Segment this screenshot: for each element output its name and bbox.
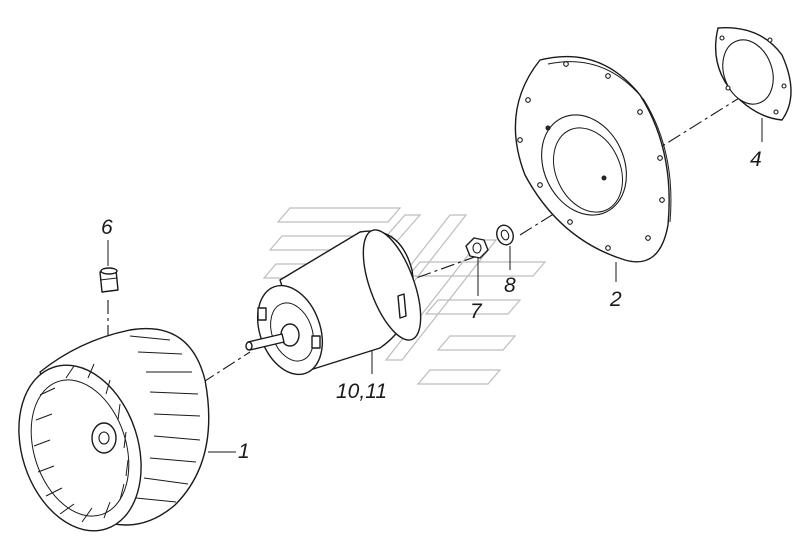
leader-lines bbox=[107, 118, 763, 453]
gasket-part bbox=[714, 27, 792, 121]
washer-part bbox=[496, 224, 514, 246]
callout-1: 1 bbox=[238, 440, 250, 463]
centre-axis-line bbox=[159, 84, 761, 411]
nut-part bbox=[465, 237, 489, 259]
callout-4: 4 bbox=[750, 148, 762, 171]
motor-part bbox=[245, 229, 422, 376]
cap-part bbox=[99, 267, 119, 293]
callout-8: 8 bbox=[504, 274, 516, 297]
impeller-part bbox=[18, 327, 210, 532]
callout-10-11: 10,11 bbox=[336, 380, 387, 403]
callout-6: 6 bbox=[101, 216, 113, 239]
flange-plate-part bbox=[514, 55, 672, 263]
impeller-blades bbox=[33, 335, 201, 523]
callout-2: 2 bbox=[609, 288, 622, 311]
callout-7: 7 bbox=[470, 300, 483, 323]
